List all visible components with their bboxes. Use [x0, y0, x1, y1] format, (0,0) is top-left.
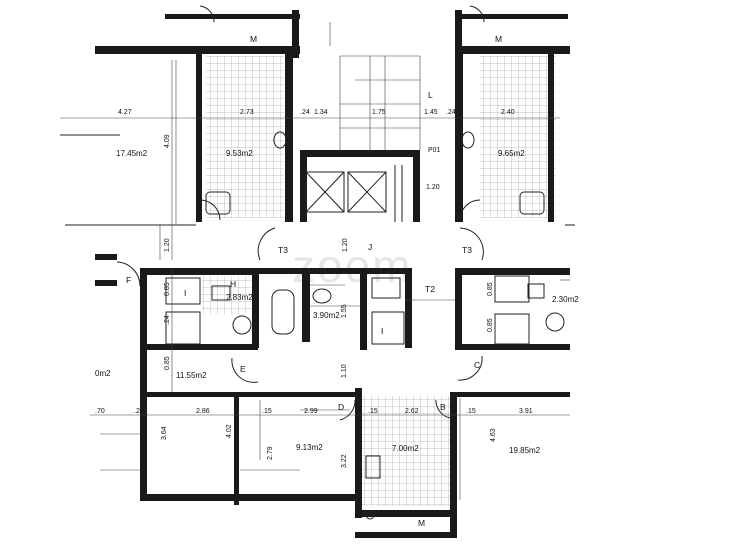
room-code-b: B	[440, 402, 446, 412]
room-code-m-right: M	[495, 34, 502, 44]
room-code-l: L	[428, 90, 433, 100]
dim-top-3: .24	[300, 109, 310, 116]
dim-b-10: 1.20	[426, 184, 440, 191]
dim-v-15: 0.85	[487, 318, 494, 332]
dim-b-3: 2.86	[196, 408, 210, 415]
room-code-h: H	[230, 279, 236, 289]
room-code-j: J	[368, 242, 372, 252]
area-left-edge: 0m2	[95, 369, 111, 378]
dim-v-9: 3.64	[161, 426, 168, 440]
area-kitchen: 7.00m2	[392, 444, 419, 453]
room-code-d: D	[338, 402, 344, 412]
room-areas: 17.45m2 9.53m2 9.65m2 2.83m2 3.90m2 2.30…	[95, 149, 579, 455]
dim-v-3: 1.20	[342, 238, 349, 252]
area-living-left: 17.45m2	[116, 149, 148, 158]
dimensions-top: 4.27 2.73 .24 1.34 1.75 1.45 .24 2.40	[60, 109, 560, 119]
area-wc-right: 2.30m2	[552, 295, 579, 304]
dim-v-4: 0.85	[164, 282, 171, 296]
dim-b-2: .24	[134, 408, 144, 415]
room-code-t3-left: T3	[278, 245, 288, 255]
dim-b-8: .15	[466, 408, 476, 415]
elevator-right	[347, 171, 387, 213]
dim-top-7: .24	[446, 109, 456, 116]
dim-v-5: .24	[164, 315, 171, 325]
room-code-m-bottom: M	[418, 518, 425, 528]
dim-v-6: 0.85	[164, 356, 171, 370]
room-code-p01: P01	[428, 147, 441, 154]
dim-v-13: 4.63	[490, 428, 497, 442]
room-codes: M L J I H I T3 T3 T2 F E C D B M M P01	[126, 34, 502, 528]
doors	[116, 5, 485, 421]
room-code-t2: T2	[425, 284, 435, 294]
bathroom-tiles-right	[480, 56, 556, 218]
dim-b-4: .15	[262, 408, 272, 415]
wc-tiles	[202, 276, 256, 314]
elevator-left	[305, 171, 345, 213]
dim-b-5: 2.99	[304, 408, 318, 415]
room-code-f: F	[126, 275, 131, 285]
dim-b-6: .15	[368, 408, 378, 415]
room-code-c: C	[474, 360, 480, 370]
dim-b-7: 2.62	[405, 408, 419, 415]
room-code-m-left: M	[250, 34, 257, 44]
watermark-text: zoom	[292, 240, 412, 292]
dim-v-14: 0.85	[487, 282, 494, 296]
dim-v-2: 1.20	[164, 238, 171, 252]
dim-top-1: 4.27	[118, 109, 132, 116]
dim-top-5: 1.75	[372, 109, 386, 116]
room-code-e: E	[240, 364, 246, 374]
area-storage: 3.90m2	[313, 311, 340, 320]
dim-b-9: 3.91	[519, 408, 533, 415]
area-room-c: 19.85m2	[509, 446, 541, 455]
area-bath-left: 9.53m2	[226, 149, 253, 158]
dim-b-1: .70	[95, 408, 105, 415]
dim-top-6: 1.45	[424, 109, 438, 116]
room-code-i-center: I	[381, 326, 383, 336]
fixtures	[165, 131, 565, 520]
dim-v-12: 3.22	[341, 454, 348, 468]
area-wc: 2.83m2	[226, 293, 253, 302]
area-bath-right: 9.65m2	[498, 149, 525, 158]
dim-top-8: 2.40	[501, 109, 515, 116]
dim-v-10: 4.02	[226, 424, 233, 438]
dim-top-4: 1.34	[314, 109, 328, 116]
dim-v-11: 2.79	[267, 446, 274, 460]
dim-v-8: 1.10	[341, 364, 348, 378]
area-room-e: 11.55m2	[176, 371, 207, 380]
room-code-i-left: I	[184, 288, 186, 298]
walls	[95, 10, 570, 538]
partitions	[60, 22, 575, 500]
dim-v-1: 4.09	[164, 134, 171, 148]
bathroom-tiles-left	[206, 56, 284, 218]
dimensions-vertical: 4.09 1.20 1.20 0.85 .24 0.85 1.55 1.10 3…	[161, 60, 497, 468]
area-room-d: 9.13m2	[296, 443, 323, 452]
dimensions-bottom: .70 .24 2.86 .15 2.99 .15 2.62 .15 3.91 …	[90, 184, 570, 416]
room-code-t3-right: T3	[462, 245, 472, 255]
kitchen-tiles	[362, 396, 450, 506]
dim-top-2: 2.73	[240, 109, 254, 116]
dim-v-7: 1.55	[341, 304, 348, 318]
